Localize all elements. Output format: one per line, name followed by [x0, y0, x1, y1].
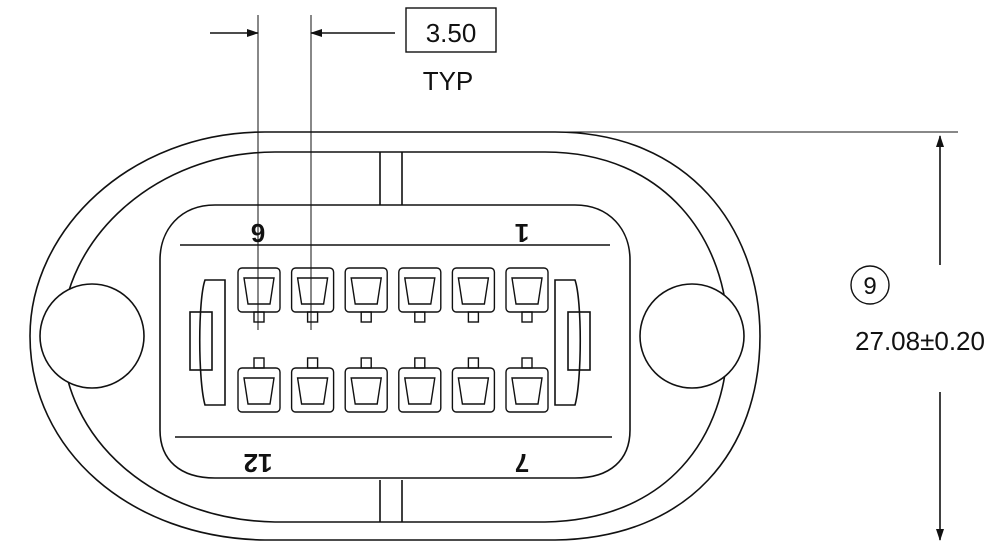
- pin-number-1: 1: [515, 218, 529, 248]
- left-latch-lobe: [39, 283, 145, 389]
- contact-cavity-2-1: [237, 357, 281, 413]
- pin-number-7: 7: [515, 448, 529, 478]
- left-side-latch: [198, 279, 226, 406]
- height-value: 27.08±0.20: [855, 326, 985, 356]
- contact-cavity-1-3: [344, 267, 388, 323]
- right-latch-lobe: [639, 283, 745, 389]
- pitch-value: 3.50: [426, 18, 477, 48]
- contact-cavity-2-6: [505, 357, 549, 413]
- contact-cavity-1-5: [451, 267, 496, 323]
- top-key-slot: [379, 152, 403, 210]
- pitch-value-box: [405, 7, 497, 53]
- housing-outline: [29, 131, 761, 541]
- bottom-key-slot: [379, 480, 403, 522]
- contact-cavity-2-3: [344, 357, 388, 413]
- contact-cavity-1-1: [237, 267, 281, 323]
- pitch-qualifier: TYP: [423, 66, 474, 96]
- right-side-latch: [554, 279, 582, 406]
- contact-cavity-2-5: [451, 357, 496, 413]
- contact-cavity-2-4: [398, 357, 442, 413]
- housing-inner-outline: [61, 151, 729, 523]
- pin-number-12: 12: [244, 448, 273, 478]
- pin-number-6: 6: [251, 218, 265, 248]
- contact-cavity: [159, 204, 631, 479]
- contact-cavity-2-2: [290, 357, 335, 413]
- contact-cavity-1-4: [398, 267, 442, 323]
- callout-number: 9: [863, 273, 876, 300]
- contact-cavity-1-6: [505, 267, 549, 323]
- contact-cavity-1-2: [290, 267, 335, 323]
- callout-bubble: [850, 265, 890, 305]
